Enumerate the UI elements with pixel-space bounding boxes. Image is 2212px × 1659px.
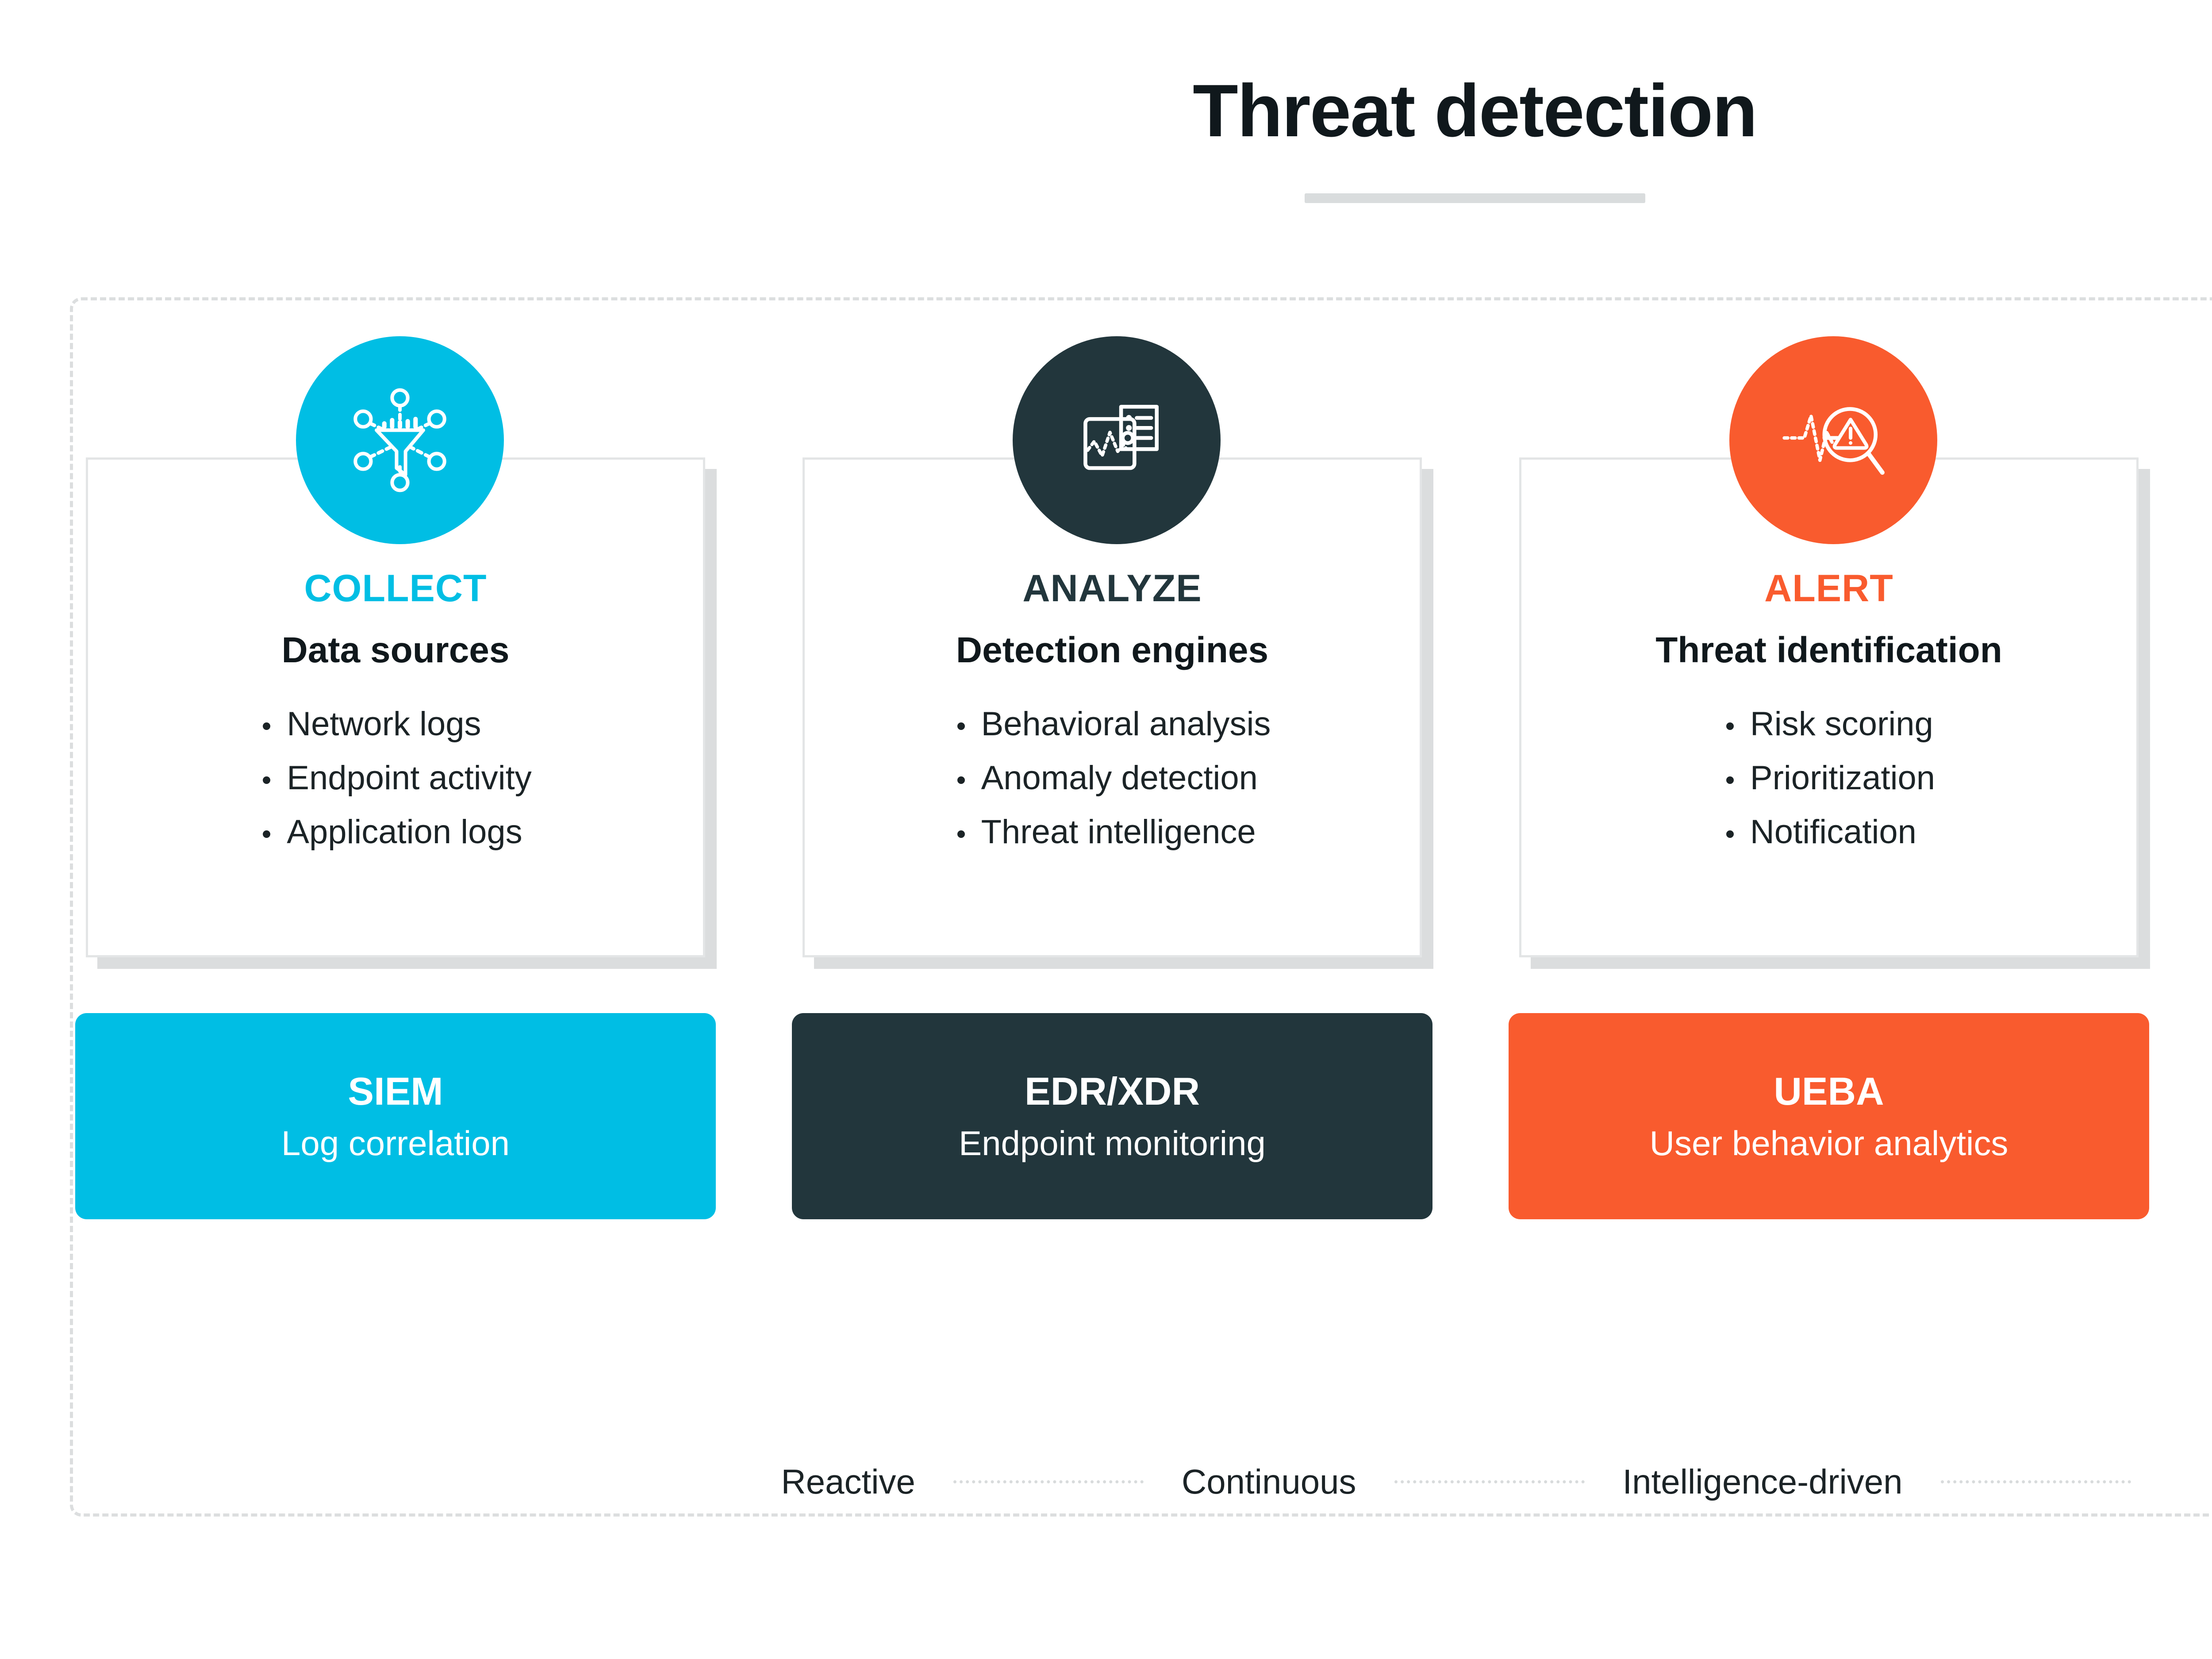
stage-label: ANALYZE [1022,567,1202,610]
title-divider [1304,193,1645,204]
stage-subtitle: Data sources [281,630,510,670]
banner-subtitle: User behavior analytics [1649,1124,2008,1163]
analytics-dashboard-icon [1013,336,1221,544]
banner-subtitle: Endpoint monitoring [959,1124,1266,1163]
stage-column-analyze: ANALYZE Detection engines Behavioral ana… [787,297,1447,1517]
stage-column-alert: ALERT Threat identification Risk scoring… [1503,297,2163,1517]
list-item: Endpoint activity [259,761,532,795]
diagram-frame [70,297,2212,1517]
footer-label: Reactive [781,1462,915,1501]
tool-banner[interactable]: UEBA User behavior analytics [1509,1013,2149,1219]
list-item: Application logs [259,815,531,849]
stage-column-collect: COLLECT Data sources Network logs Endpoi… [70,297,730,1517]
footer-label: Intelligence-driven [1622,1462,1903,1501]
footer-connector [1394,1480,1585,1483]
list-item: Risk scoring [1723,707,1935,741]
stage-bullet-list: Network logs Endpoint activity Applicati… [259,707,532,849]
stage-label: COLLECT [304,567,487,610]
funnel-network-icon [296,336,504,544]
list-item: Anomaly detection [954,761,1271,795]
title-block: Threat detection [0,69,2212,204]
stage-bullet-list: Behavioral analysis Anomaly detection Th… [954,707,1271,849]
stage-card: ALERT Threat identification Risk scoring… [1519,457,2139,957]
stage-subtitle: Threat identification [1655,630,2002,670]
stage-subtitle: Detection engines [956,630,1269,670]
stage-label: ALERT [1764,567,1893,610]
banner-title: UEBA [1774,1069,1884,1113]
maturity-footer: Reactive Continuous Intelligence-driven [70,1464,2212,1499]
stage-columns: COLLECT Data sources Network logs Endpoi… [70,297,2212,1517]
footer-label: Continuous [1181,1462,1356,1501]
list-item: Behavioral analysis [954,707,1271,741]
banner-title: EDR/XDR [1024,1069,1200,1113]
footer-connector [953,1480,1144,1483]
list-item: Notification [1723,815,1935,849]
stage-bullet-list: Risk scoring Prioritization Notification [1723,707,1935,849]
list-item: Network logs [259,707,531,741]
page-title: Threat detection [1193,69,1758,152]
footer-connector [1940,1480,2131,1483]
list-item: Threat intelligence [954,815,1271,849]
magnifier-warning-pulse-icon [1729,336,1937,544]
banner-title: SIEM [348,1069,443,1113]
tool-banner[interactable]: SIEM Log correlation [75,1013,716,1219]
list-item: Prioritization [1723,761,1935,795]
tool-banner[interactable]: EDR/XDR Endpoint monitoring [792,1013,1432,1219]
banner-subtitle: Log correlation [281,1124,510,1163]
